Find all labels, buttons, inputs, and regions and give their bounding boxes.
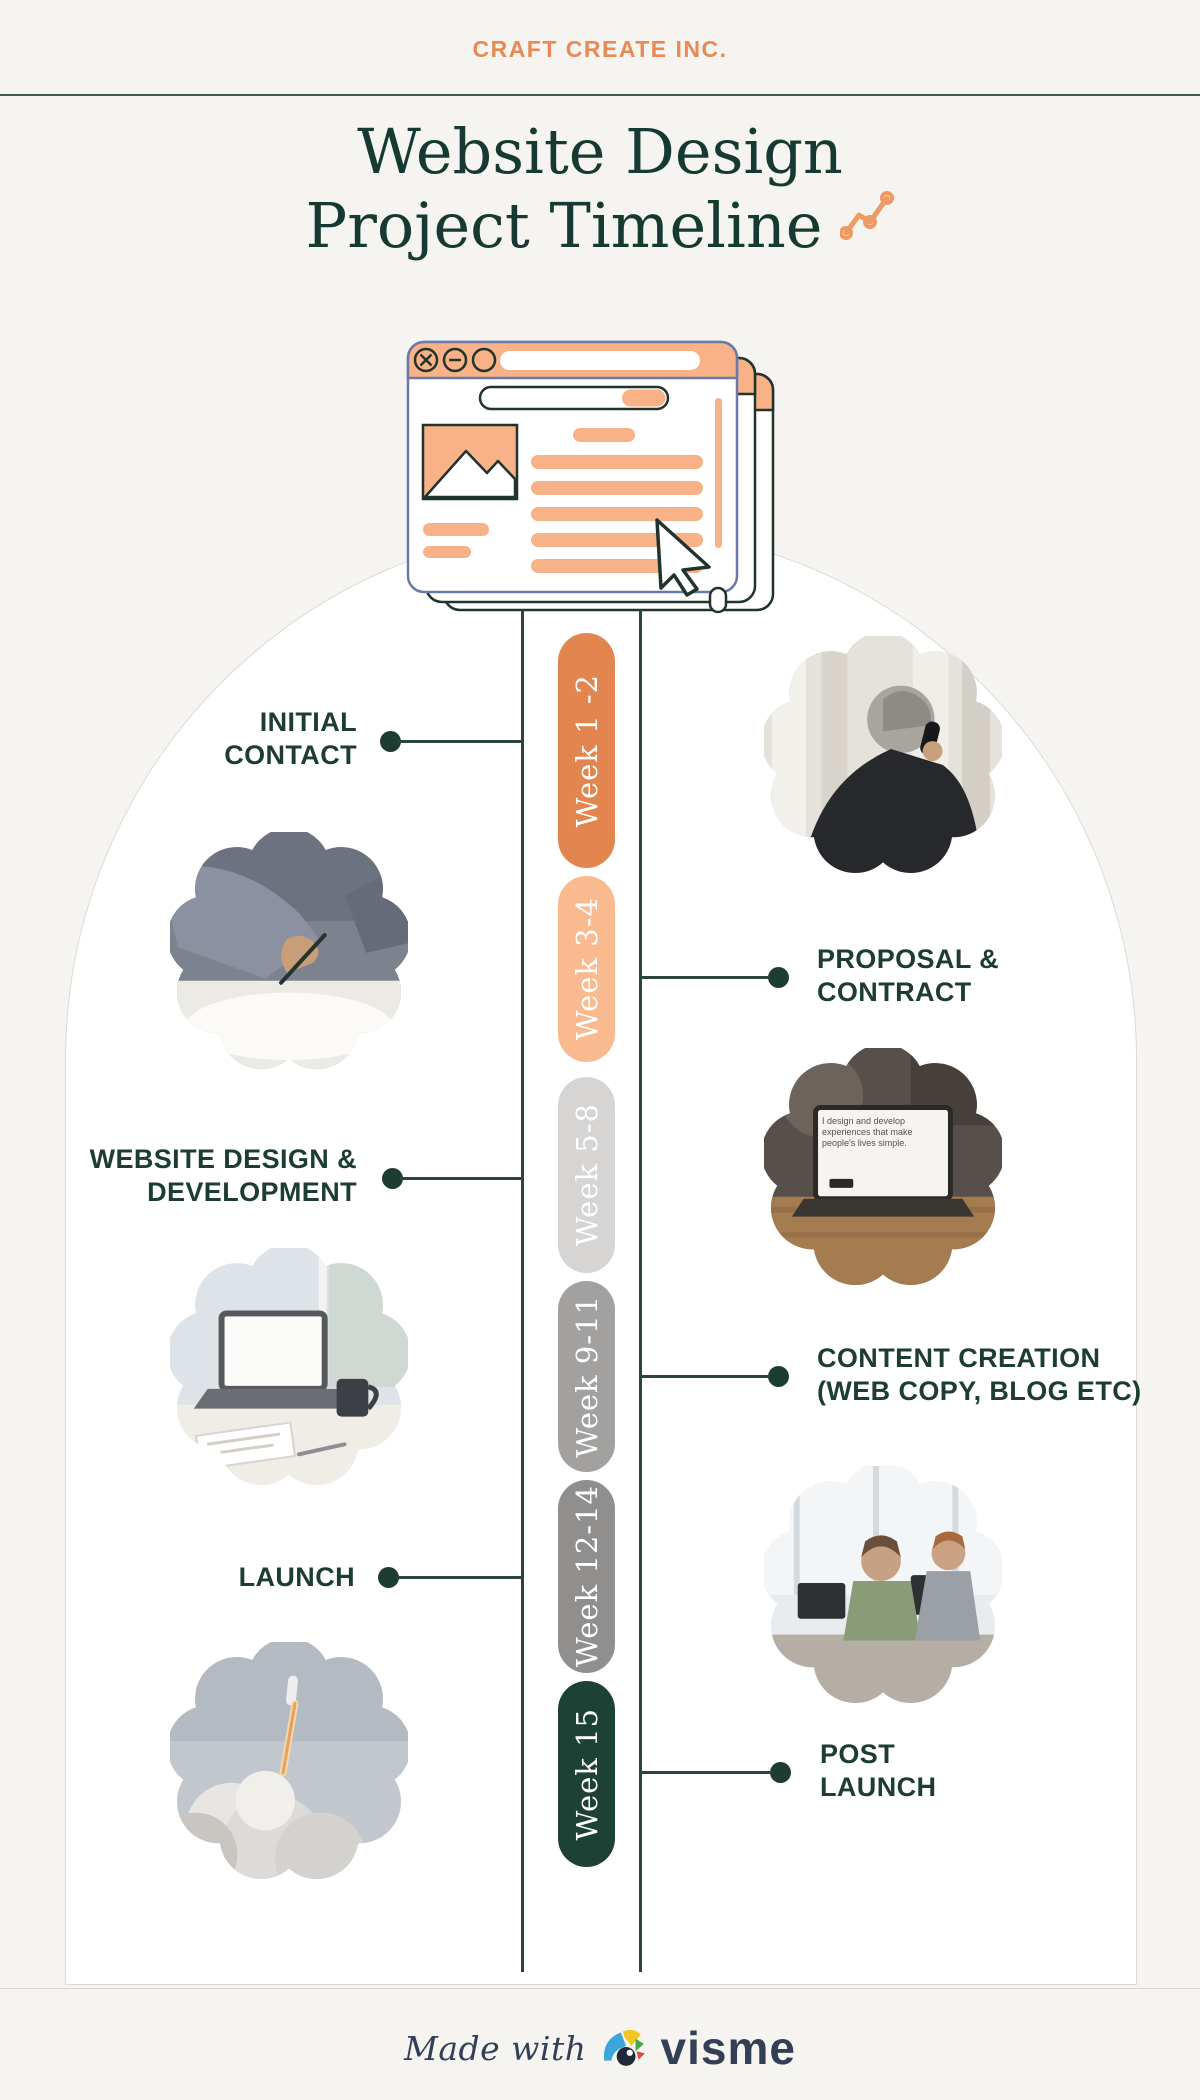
made-with-text: Made with	[404, 2028, 587, 2068]
man-on-phone-photo	[764, 636, 1002, 874]
timeline-pill-week-12-14: Week 12-14	[558, 1480, 615, 1673]
line-chart-icon	[839, 186, 895, 254]
stage-label-initial-contact: INITIAL CONTACT	[224, 707, 357, 770]
connector-dot	[768, 967, 789, 988]
connector-line	[640, 976, 770, 979]
title-line-1: Website Design	[357, 115, 843, 188]
connector-line	[400, 1177, 522, 1180]
connector-dot	[382, 1168, 403, 1189]
visme-logo	[601, 2023, 647, 2074]
timeline-pill-week-5-8: Week 5-8	[558, 1077, 615, 1273]
title-line-2: Project Timeline	[305, 189, 823, 262]
connector-dot	[378, 1567, 399, 1588]
connector-dot	[380, 731, 401, 752]
timeline-pill-week-15: Week 15	[558, 1681, 615, 1867]
hands-signing-photo	[170, 832, 408, 1070]
timeline-pill-week-3-4: Week 3-4	[558, 876, 615, 1062]
portfolio-screen-text: I design and develop experiences that ma…	[822, 1116, 913, 1148]
company-name: CRAFT CREATE INC.	[472, 36, 728, 62]
team-working-photo	[764, 1466, 1002, 1704]
laptop-portfolio-photo	[764, 1048, 1002, 1286]
browser-window-illustration	[400, 318, 780, 623]
stage-label-launch: LAUNCH	[238, 1562, 355, 1592]
footer: Made with visme	[0, 2008, 1200, 2088]
visme-wordmark: visme	[660, 2022, 796, 2074]
window-control-icons	[413, 347, 497, 373]
stage-label-proposal-contract: PROPOSAL & CONTRACT	[817, 944, 1000, 1007]
stage-label-website-design: WEBSITE DESIGN & DEVELOPMENT	[89, 1144, 357, 1207]
rocket-launch-photo	[170, 1642, 408, 1880]
timeline-line-left	[521, 610, 524, 1972]
connector-dot	[768, 1366, 789, 1387]
stage-label-content-creation: CONTENT CREATION (WEB COPY, BLOG ETC)	[817, 1343, 1142, 1406]
page-title: Website Design Project Timeline	[0, 118, 1200, 260]
timeline-pill-week-9-11: Week 9-11	[558, 1281, 615, 1472]
timeline-pill-week-1-2: Week 1 -2	[558, 633, 615, 868]
connector-dot	[770, 1762, 791, 1783]
laptop-workspace-photo	[170, 1248, 408, 1486]
timeline-line-right	[639, 610, 642, 1972]
connector-line	[640, 1375, 770, 1378]
connector-line	[640, 1771, 772, 1774]
stage-label-post-launch: POST LAUNCH	[820, 1739, 937, 1802]
connector-line	[396, 1576, 522, 1579]
connector-line	[398, 740, 522, 743]
cursor-icon	[655, 518, 711, 597]
header-divider	[0, 94, 1200, 96]
footer-divider	[0, 1988, 1200, 1989]
